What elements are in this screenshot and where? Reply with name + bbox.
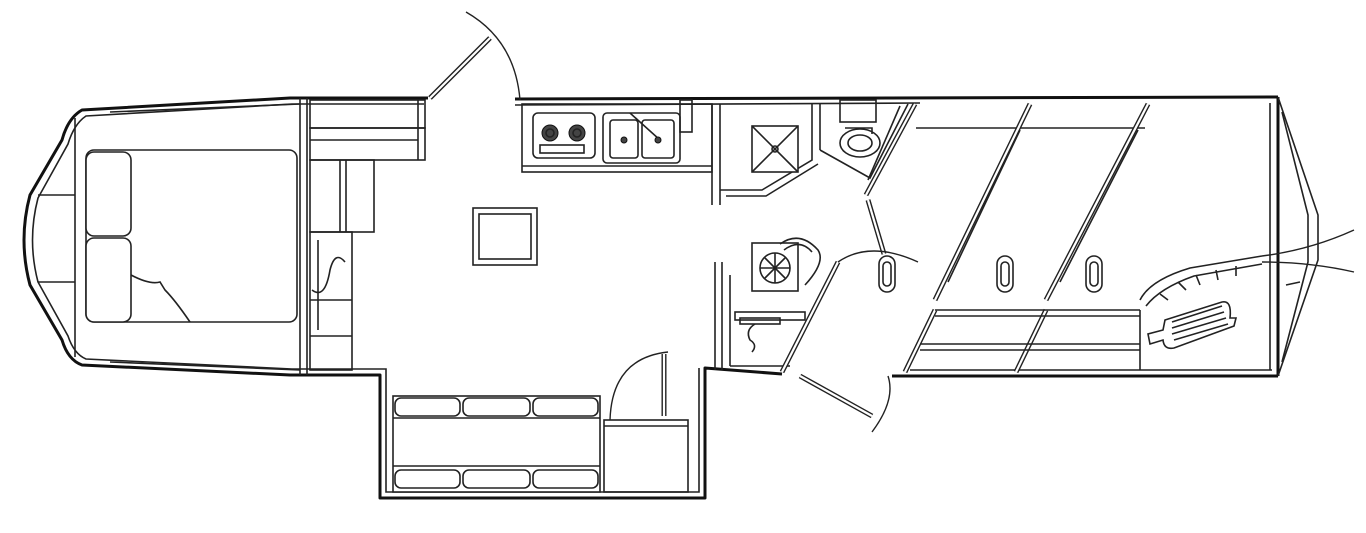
blanket (130, 274, 191, 323)
vanity-sink (839, 128, 881, 158)
lq-entry-door (609, 351, 669, 421)
kitchen-galley (521, 99, 713, 173)
stall-dividers (902, 102, 1151, 374)
lounge (472, 207, 538, 266)
toilet-vanity (819, 99, 909, 181)
shower-drain (771, 145, 779, 153)
wardrobe-closets (309, 99, 426, 371)
pillow (85, 237, 132, 323)
horse-area (863, 102, 1151, 374)
horse-area-door (798, 373, 891, 433)
tie-rings (878, 255, 1103, 293)
side-entry-door (428, 11, 521, 101)
appliance-closet (714, 237, 821, 370)
lq-horse-partition (779, 199, 919, 374)
shower (711, 104, 819, 205)
pillow (85, 151, 132, 237)
slide-out-seating (392, 395, 689, 493)
sofa-cushions (392, 395, 601, 493)
saddle-rack (1139, 255, 1263, 350)
rear-doors (1261, 229, 1355, 286)
outer-walls (22, 95, 1319, 500)
faucet-cabinet (734, 311, 806, 321)
stove-cooktop (532, 112, 596, 159)
bedroom-gooseneck (38, 98, 308, 375)
ottoman-table (472, 207, 538, 266)
